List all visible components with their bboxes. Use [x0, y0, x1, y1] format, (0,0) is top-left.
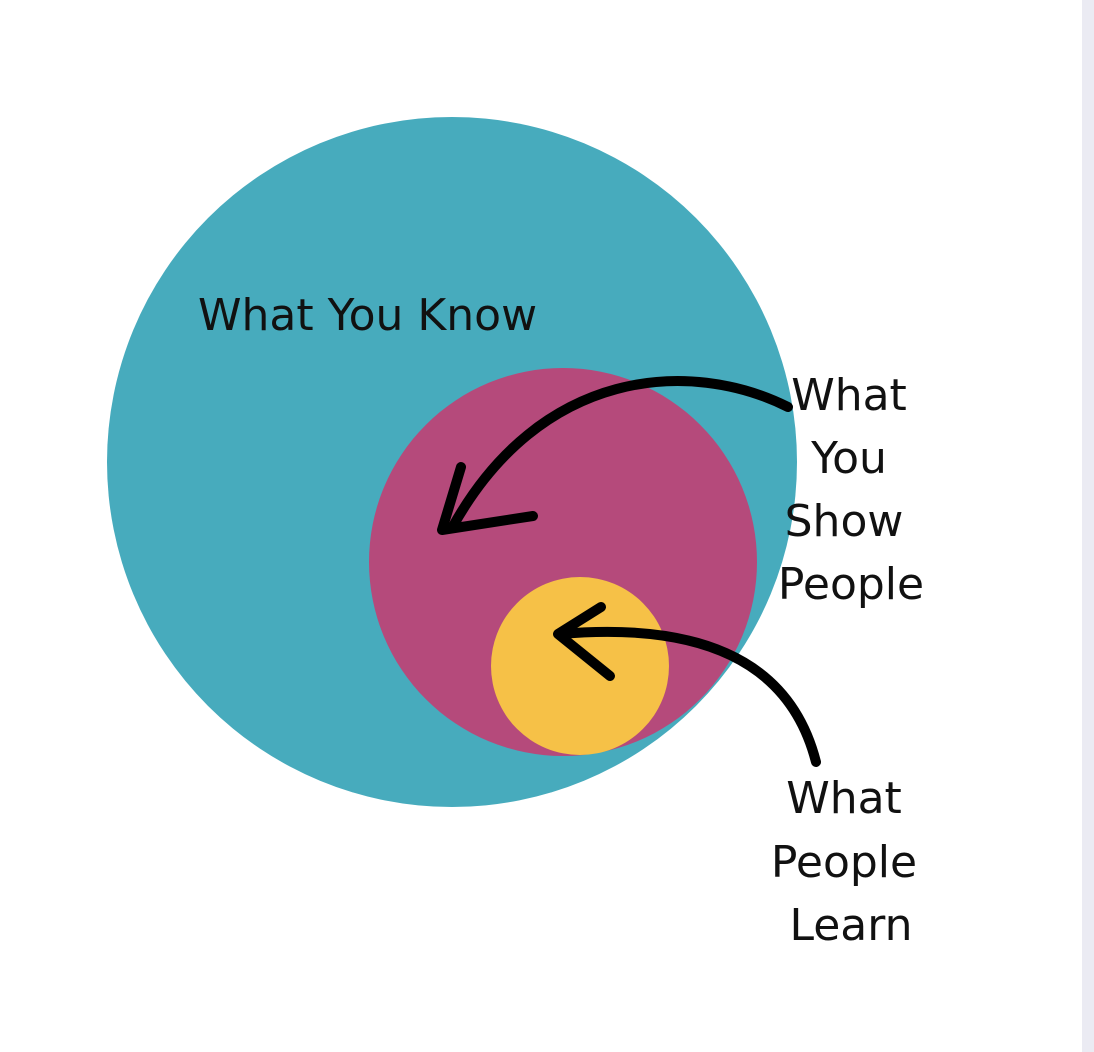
label-line: You — [810, 433, 887, 484]
label-what-people-learn: What People Learn — [771, 773, 931, 951]
arrow-to-inner-circle — [553, 602, 821, 767]
label-what-you-show-people: What You Show People — [778, 370, 924, 610]
arrow-head — [437, 462, 538, 535]
arrow-head — [553, 602, 615, 681]
arrow-to-middle-circle — [437, 376, 793, 535]
label-line: People — [778, 559, 924, 610]
arrow-shaft — [447, 376, 793, 533]
label-line: Show — [785, 496, 904, 547]
label-line: What — [786, 773, 902, 824]
label-what-you-know: What You Know — [198, 290, 537, 341]
side-scroll-strip — [1082, 0, 1094, 1052]
arrow-shaft — [555, 626, 821, 767]
inner-circle-what-people-learn — [491, 577, 669, 755]
label-line: Learn — [790, 900, 913, 951]
label-line: What — [791, 370, 907, 421]
label-line: People — [771, 837, 917, 888]
